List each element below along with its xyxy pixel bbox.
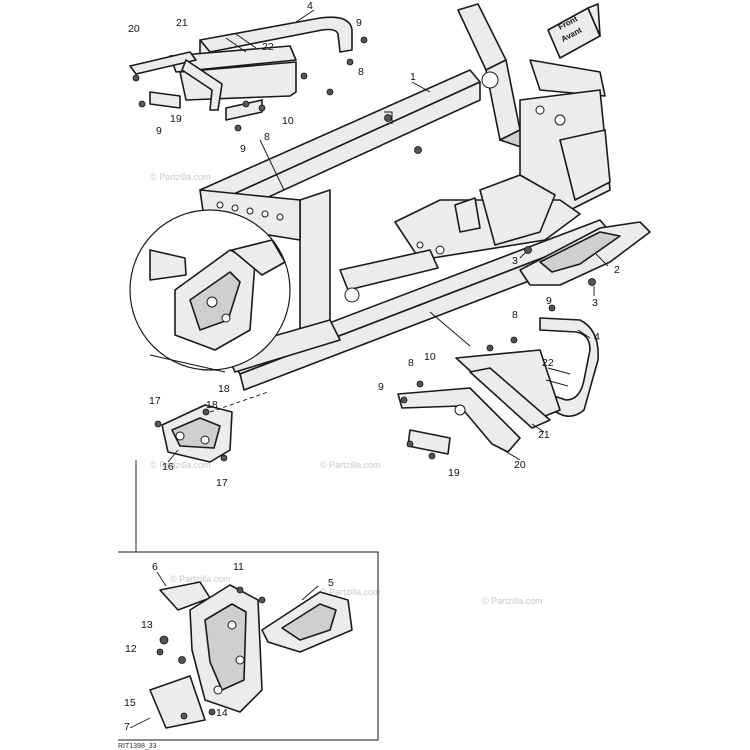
callout-16: 16 xyxy=(162,461,174,473)
callout-4: 4 xyxy=(307,0,313,12)
callout-11: 11 xyxy=(233,561,244,573)
callout-12: 12 xyxy=(125,643,137,655)
watermark: © Partzilla.com xyxy=(482,596,543,606)
callout-4: 4 xyxy=(594,331,600,343)
callout-19: 19 xyxy=(448,467,460,479)
callout-17: 17 xyxy=(149,395,161,407)
callout-21: 21 xyxy=(538,429,550,441)
callout-15: 15 xyxy=(124,697,136,709)
callout-9: 9 xyxy=(546,295,552,307)
callout-21: 21 xyxy=(176,17,188,29)
upper-rack xyxy=(129,16,368,132)
watermark: © Partzilla.com xyxy=(320,587,381,597)
front-arrow-icon: Front Avant xyxy=(547,3,601,59)
callout-labels: 1 2 3 3 4 4 5 6 7 8 8 8 8 9 9 9 9 9 10 1… xyxy=(124,0,620,733)
callout-10: 10 xyxy=(424,351,436,363)
watermark: © Partzilla.com xyxy=(150,172,211,182)
doc-code: RIT1398_33 xyxy=(118,743,157,750)
leader-lines xyxy=(129,9,609,729)
callout-6: 6 xyxy=(152,561,158,573)
callout-7: 7 xyxy=(124,721,130,733)
callout-3: 3 xyxy=(592,297,598,309)
callout-3: 3 xyxy=(512,255,518,267)
callout-2: 2 xyxy=(614,264,620,276)
watermark: © Partzilla.com xyxy=(170,574,231,584)
watermark: © Partzilla.com xyxy=(150,460,211,470)
callout-17: 17 xyxy=(216,477,228,489)
lower-bracket xyxy=(154,391,269,463)
detail-circle xyxy=(129,209,291,373)
callout-9: 9 xyxy=(356,17,362,29)
callout-22: 22 xyxy=(262,41,274,53)
callout-8: 8 xyxy=(408,357,414,369)
main-frame xyxy=(199,3,611,391)
lower-rack xyxy=(397,304,599,460)
callout-9: 9 xyxy=(240,143,246,155)
callout-8: 8 xyxy=(264,131,270,143)
callout-20: 20 xyxy=(514,459,526,471)
callout-9: 9 xyxy=(378,381,384,393)
callout-19: 19 xyxy=(170,113,182,125)
callout-13: 13 xyxy=(141,619,153,631)
callout-5: 5 xyxy=(328,577,334,589)
callout-18: 18 xyxy=(218,383,230,395)
callout-10: 10 xyxy=(282,115,294,127)
callout-14: 14 xyxy=(216,707,228,719)
callout-20: 20 xyxy=(128,23,140,35)
callout-18: 18 xyxy=(206,399,218,411)
callout-1: 1 xyxy=(410,71,416,83)
callout-8: 8 xyxy=(358,66,364,78)
callout-8: 8 xyxy=(512,309,518,321)
callout-9: 9 xyxy=(156,125,162,137)
callout-22: 22 xyxy=(542,357,554,369)
skid-plate xyxy=(519,221,651,286)
inset-box xyxy=(118,551,379,741)
watermark: © Partzilla.com xyxy=(320,460,381,470)
